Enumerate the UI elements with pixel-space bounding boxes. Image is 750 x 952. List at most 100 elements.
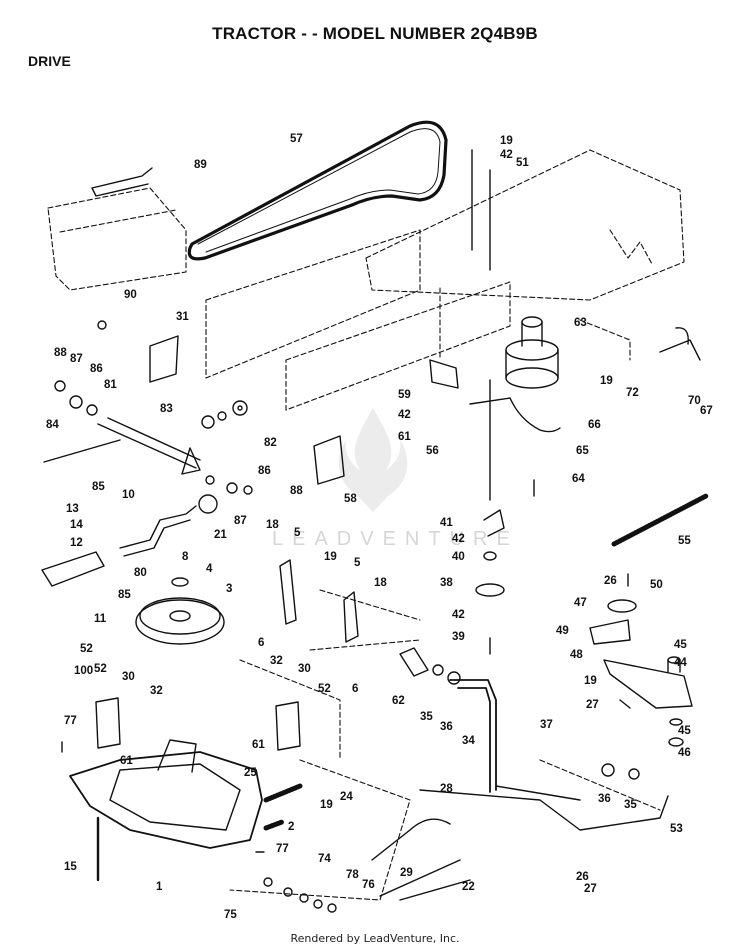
part-callout-85: 85 xyxy=(118,589,131,601)
diagram-title: TRACTOR - - MODEL NUMBER 2Q4B9B xyxy=(212,24,538,43)
part-callout-5: 5 xyxy=(354,557,361,569)
part-callout-66: 66 xyxy=(588,419,601,431)
part-callout-49: 49 xyxy=(556,625,569,637)
part-callout-2: 2 xyxy=(288,821,294,833)
part-callout-90: 90 xyxy=(124,289,137,301)
part-callout-32: 32 xyxy=(150,685,163,697)
part-callout-88: 88 xyxy=(54,347,67,359)
part-callout-61: 61 xyxy=(398,431,411,443)
part-callout-26: 26 xyxy=(576,871,589,883)
part-callout-44: 44 xyxy=(674,657,687,669)
part-callout-77: 77 xyxy=(276,843,289,855)
part-callout-40: 40 xyxy=(452,551,465,563)
part-callout-8: 8 xyxy=(182,551,189,563)
part-callout-81: 81 xyxy=(104,379,117,391)
part-callout-87: 87 xyxy=(70,353,83,365)
part-callout-61: 61 xyxy=(252,739,265,751)
part-callout-41: 41 xyxy=(440,517,453,529)
part-callout-6: 6 xyxy=(258,637,264,649)
part-callout-42: 42 xyxy=(452,533,465,545)
part-callout-86: 86 xyxy=(258,465,271,477)
part-callout-50: 50 xyxy=(650,579,663,591)
part-callout-21: 21 xyxy=(214,529,227,541)
part-callout-27: 27 xyxy=(586,699,599,711)
part-callout-67: 67 xyxy=(700,405,713,417)
part-callout-27: 27 xyxy=(584,883,597,895)
part-callout-12: 12 xyxy=(70,537,83,549)
part-callout-59: 59 xyxy=(398,389,411,401)
part-callout-10: 10 xyxy=(122,489,135,501)
part-callout-74: 74 xyxy=(318,853,331,865)
part-callout-36: 36 xyxy=(440,721,453,733)
part-callout-45: 45 xyxy=(678,725,691,737)
part-callout-53: 53 xyxy=(670,823,683,835)
part-callout-14: 14 xyxy=(70,519,83,531)
part-callout-35: 35 xyxy=(624,799,637,811)
part-callout-39: 39 xyxy=(452,631,465,643)
part-callout-30: 30 xyxy=(298,663,311,675)
part-callout-63: 63 xyxy=(574,317,587,329)
part-callout-52: 52 xyxy=(94,663,107,675)
part-callout-25: 25 xyxy=(244,767,257,779)
part-callout-89: 89 xyxy=(194,159,207,171)
part-callout-47: 47 xyxy=(574,597,587,609)
part-callout-26: 26 xyxy=(604,575,617,587)
part-callout-88: 88 xyxy=(290,485,303,497)
section-label: DRIVE xyxy=(28,53,71,69)
part-callout-83: 83 xyxy=(160,403,173,415)
part-callout-72: 72 xyxy=(626,387,639,399)
part-callout-65: 65 xyxy=(576,445,589,457)
part-callout-42: 42 xyxy=(398,409,411,421)
part-callout-61: 61 xyxy=(120,755,133,767)
part-callout-22: 22 xyxy=(462,881,475,893)
part-callout-5: 5 xyxy=(294,527,301,539)
part-callout-87: 87 xyxy=(234,515,247,527)
part-callout-4: 4 xyxy=(206,563,213,575)
part-callout-70: 70 xyxy=(688,395,701,407)
part-callout-62: 62 xyxy=(392,695,405,707)
part-callout-18: 18 xyxy=(374,577,387,589)
part-callout-52: 52 xyxy=(318,683,331,695)
part-callout-19: 19 xyxy=(500,135,513,147)
part-callout-31: 31 xyxy=(176,311,189,323)
part-callout-42: 42 xyxy=(452,609,465,621)
part-callout-19: 19 xyxy=(584,675,597,687)
part-callout-13: 13 xyxy=(66,503,79,515)
part-callout-35: 35 xyxy=(420,711,433,723)
part-callout-84: 84 xyxy=(46,419,59,431)
watermark-text: LEADVENTURE xyxy=(272,528,519,550)
part-callout-42: 42 xyxy=(500,149,513,161)
part-callout-19: 19 xyxy=(324,551,337,563)
part-callout-18: 18 xyxy=(266,519,279,531)
part-callout-76: 76 xyxy=(362,879,375,891)
part-callout-3: 3 xyxy=(226,583,232,595)
part-callout-55: 55 xyxy=(678,535,691,547)
part-callout-78: 78 xyxy=(346,869,359,881)
part-callout-77: 77 xyxy=(64,715,77,727)
part-callout-82: 82 xyxy=(264,437,277,449)
part-callout-100: 100 xyxy=(74,665,93,677)
part-callout-1: 1 xyxy=(156,881,163,893)
part-callout-56: 56 xyxy=(426,445,439,457)
render-credit: Rendered by LeadVenture, Inc. xyxy=(290,932,460,945)
part-callout-57: 57 xyxy=(290,133,303,145)
part-callout-64: 64 xyxy=(572,473,585,485)
part-callout-86: 86 xyxy=(90,363,103,375)
part-callout-85: 85 xyxy=(92,481,105,493)
part-callout-46: 46 xyxy=(678,747,691,759)
part-callout-80: 80 xyxy=(134,567,147,579)
part-callout-38: 38 xyxy=(440,577,453,589)
part-callout-11: 11 xyxy=(94,613,107,625)
part-callout-45: 45 xyxy=(674,639,687,651)
part-callout-75: 75 xyxy=(224,909,237,921)
part-callout-48: 48 xyxy=(570,649,583,661)
part-callout-36: 36 xyxy=(598,793,611,805)
part-callout-19: 19 xyxy=(600,375,613,387)
leadventure-watermark-icon xyxy=(338,408,408,512)
part-callout-29: 29 xyxy=(400,867,413,879)
part-callout-32: 32 xyxy=(270,655,283,667)
part-callout-28: 28 xyxy=(440,783,453,795)
part-callout-24: 24 xyxy=(340,791,353,803)
part-callout-30: 30 xyxy=(122,671,135,683)
